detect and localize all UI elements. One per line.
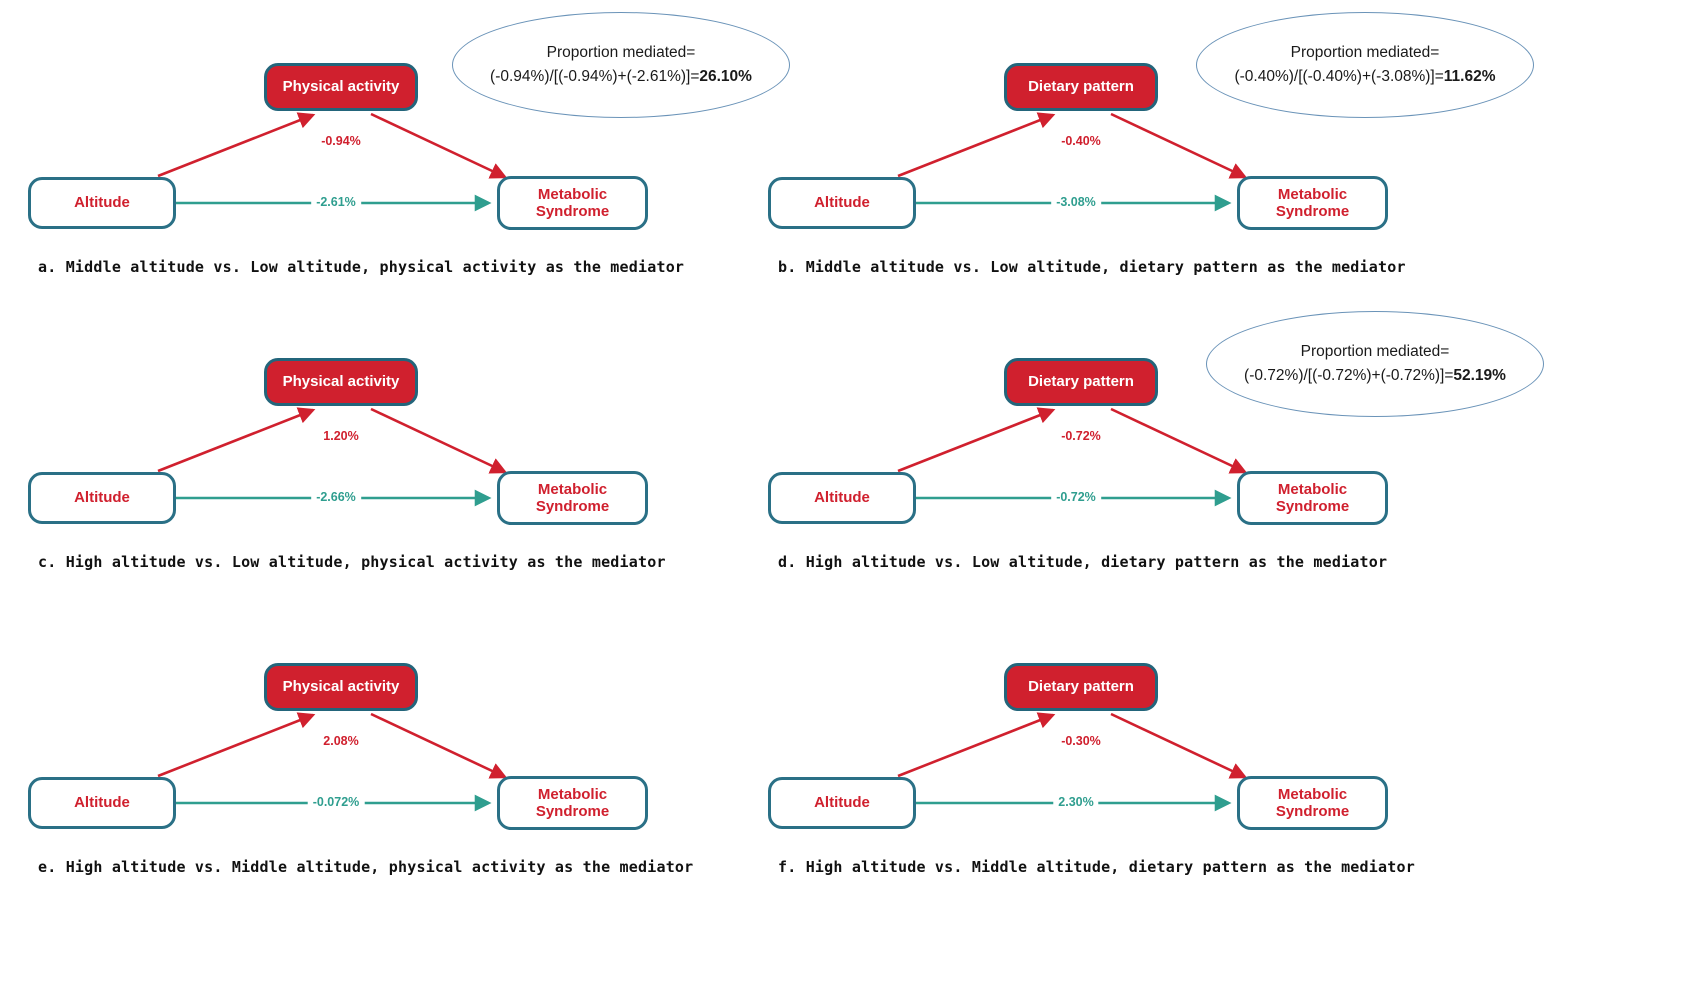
proportion-mediated-title: Proportion mediated= [1290, 43, 1440, 61]
panel-c: Physical activity Altitude Metabolic Syn… [0, 295, 740, 590]
panel-caption: b. Middle altitude vs. Low altitude, die… [778, 258, 1406, 276]
exposure-box: Altitude [28, 777, 176, 829]
direct-effect-label: -0.72% [1051, 490, 1101, 504]
proportion-mediated-formula: (-0.72%)/[(-0.72%)+(-0.72%)]= [1244, 367, 1454, 384]
exposure-box: Altitude [768, 777, 916, 829]
mediator-to-outcome-arrow [1110, 712, 1248, 779]
exposure-box: Altitude [768, 177, 916, 229]
outcome-box: Metabolic Syndrome [497, 776, 648, 830]
exposure-to-mediator-arrow [157, 407, 316, 473]
exposure-box: Altitude [28, 177, 176, 229]
panel-c-arrows [157, 407, 508, 507]
exposure-to-mediator-arrow [157, 712, 316, 778]
panel-f-arrows [897, 712, 1248, 812]
exposure-to-mediator-arrow [897, 112, 1056, 178]
proportion-mediated-callout: Proportion mediated= (-0.40%)/[(-0.40%)+… [1196, 12, 1534, 118]
proportion-mediated-title: Proportion mediated= [546, 43, 696, 61]
outcome-box: Metabolic Syndrome [1237, 471, 1388, 525]
mediator-box: Dietary pattern [1004, 358, 1158, 406]
mediator-to-outcome-arrow [1110, 112, 1248, 179]
outcome-box: Metabolic Syndrome [497, 176, 648, 230]
indirect-effect-label: 2.08% [323, 734, 359, 748]
proportion-mediated-formula-line: (-0.94%)/[(-0.94%)+(-2.61%)]=26.10% [490, 65, 752, 89]
mediator-box: Dietary pattern [1004, 663, 1158, 711]
panel-a: Physical activity Altitude Metabolic Syn… [0, 0, 790, 295]
mediator-to-outcome-arrow [370, 407, 508, 474]
direct-effect-label: -0.072% [307, 795, 365, 809]
proportion-mediated-formula-line: (-0.40%)/[(-0.40%)+(-3.08%)]=11.62% [1234, 65, 1495, 89]
proportion-mediated-formula-line: (-0.72%)/[(-0.72%)+(-0.72%)]=52.19% [1244, 364, 1506, 388]
exposure-box: Altitude [768, 472, 916, 524]
panel-e-arrows [157, 712, 508, 812]
panel-e: Physical activity Altitude Metabolic Syn… [0, 600, 740, 895]
mediator-box: Dietary pattern [1004, 63, 1158, 111]
indirect-effect-label: -0.30% [1061, 734, 1101, 748]
direct-effect-label: -2.61% [311, 195, 361, 209]
mediator-to-outcome-arrow [1110, 407, 1248, 474]
outcome-box: Metabolic Syndrome [497, 471, 648, 525]
panel-caption: f. High altitude vs. Middle altitude, di… [778, 858, 1415, 876]
exposure-box: Altitude [28, 472, 176, 524]
panel-f: Dietary pattern Altitude Metabolic Syndr… [740, 600, 1480, 895]
proportion-mediated-result: 52.19% [1453, 367, 1506, 384]
exposure-to-mediator-arrow [157, 112, 316, 178]
proportion-mediated-callout: Proportion mediated= (-0.72%)/[(-0.72%)+… [1206, 311, 1544, 417]
indirect-effect-label: -0.94% [321, 134, 361, 148]
panel-caption: d. High altitude vs. Low altitude, dieta… [778, 553, 1388, 571]
outcome-box: Metabolic Syndrome [1237, 176, 1388, 230]
exposure-to-mediator-arrow [897, 407, 1056, 473]
mediator-to-outcome-arrow [370, 712, 508, 779]
panel-b: Dietary pattern Altitude Metabolic Syndr… [740, 0, 1534, 295]
panel-caption: a. Middle altitude vs. Low altitude, phy… [38, 258, 685, 276]
panel-d: Dietary pattern Altitude Metabolic Syndr… [740, 295, 1544, 590]
mediator-box: Physical activity [264, 358, 418, 406]
mediator-box: Physical activity [264, 63, 418, 111]
direct-effect-label: 2.30% [1053, 795, 1099, 809]
direct-effect-label: -3.08% [1051, 195, 1101, 209]
indirect-effect-label: 1.20% [323, 429, 359, 443]
proportion-mediated-title: Proportion mediated= [1300, 342, 1450, 360]
proportion-mediated-formula: (-0.40%)/[(-0.40%)+(-3.08%)]= [1234, 68, 1444, 85]
mediator-box: Physical activity [264, 663, 418, 711]
proportion-mediated-result: 11.62% [1443, 68, 1496, 85]
proportion-mediated-result: 26.10% [699, 68, 752, 85]
panel-caption: c. High altitude vs. Low altitude, physi… [38, 553, 666, 571]
indirect-effect-label: -0.72% [1061, 429, 1101, 443]
proportion-mediated-callout: Proportion mediated= (-0.94%)/[(-0.94%)+… [452, 12, 790, 118]
indirect-effect-label: -0.40% [1061, 134, 1101, 148]
proportion-mediated-formula: (-0.94%)/[(-0.94%)+(-2.61%)]= [490, 68, 700, 85]
mediator-to-outcome-arrow [370, 112, 508, 179]
panel-caption: e. High altitude vs. Middle altitude, ph… [38, 858, 694, 876]
exposure-to-mediator-arrow [897, 712, 1056, 778]
direct-effect-label: -2.66% [311, 490, 361, 504]
outcome-box: Metabolic Syndrome [1237, 776, 1388, 830]
